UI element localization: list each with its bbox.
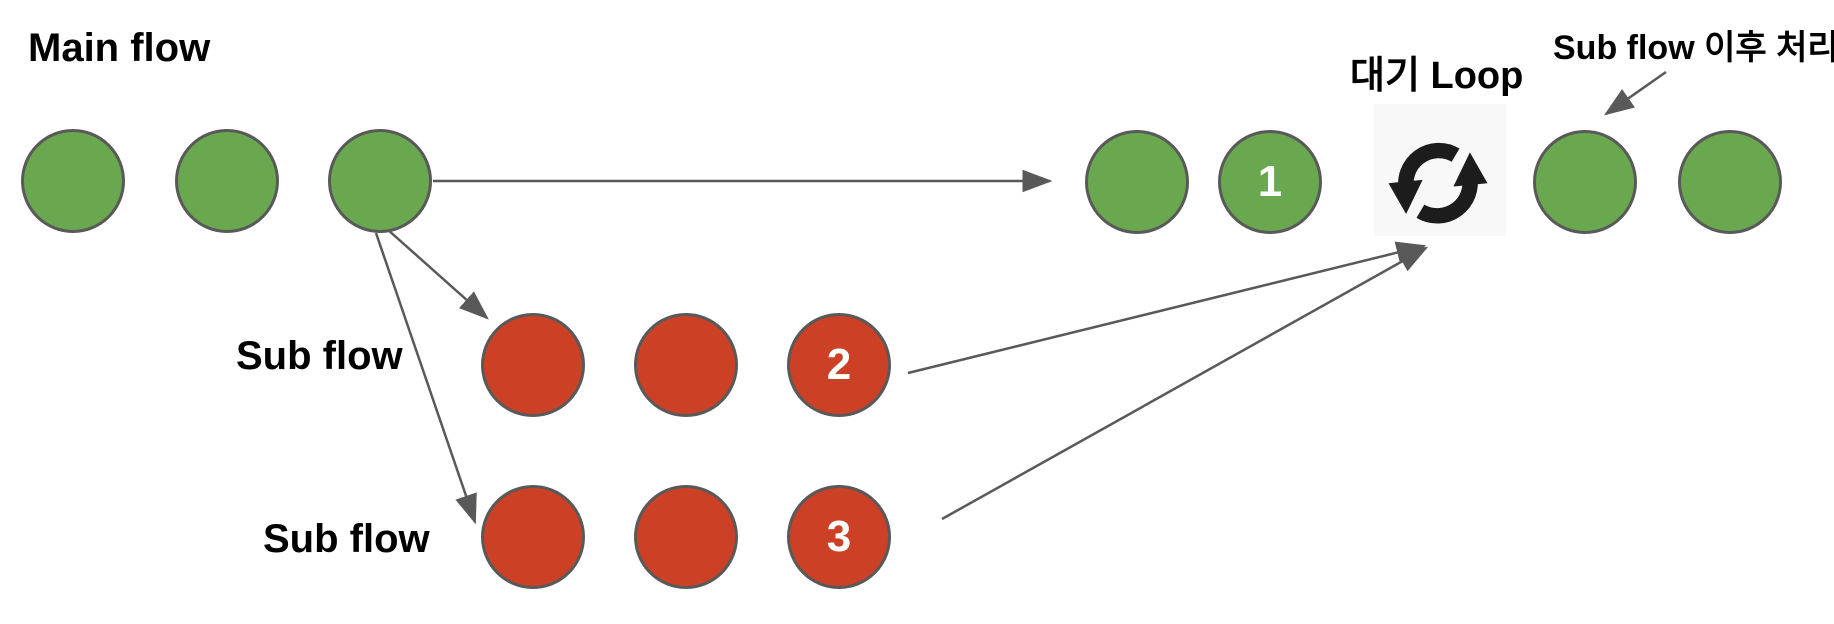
sub-flow-1-node-1	[481, 313, 585, 417]
sync-loop-icon	[1388, 142, 1488, 224]
main-flow-node-3	[328, 129, 432, 233]
sub-flow-1-node-2	[634, 313, 738, 417]
arrow-label-to-postnode	[1603, 70, 1667, 116]
main-flow-label: Main flow	[28, 26, 211, 70]
node-badge-3: 3	[826, 512, 852, 561]
post-flow-node-1	[1533, 130, 1637, 234]
main-flow-node-1	[21, 129, 125, 233]
sub-flow-2-node-1	[481, 485, 585, 589]
arrow-subflow1-to-loop	[907, 241, 1427, 375]
sub-flow-2-label: Sub flow	[263, 517, 430, 561]
sub-flow-2-node-3-numbered: 3	[787, 485, 891, 589]
arrow-subflow2-to-loop	[941, 246, 1429, 521]
sub-flow-1-label: Sub flow	[236, 334, 403, 378]
sub-flow-2-node-2	[634, 485, 738, 589]
main-flow-node-5-numbered: 1	[1218, 130, 1322, 234]
post-flow-node-2	[1678, 130, 1782, 234]
main-flow-node-2	[175, 129, 279, 233]
node-badge-2: 2	[826, 340, 852, 389]
node-badge-1: 1	[1257, 157, 1283, 206]
arrow-split-to-subflow2	[374, 232, 477, 525]
sub-flow-after-label: Sub flow 이후 처리	[1553, 29, 1834, 67]
arrow-split-to-subflow1	[386, 228, 489, 320]
wait-loop-label: 대기 Loop	[1350, 55, 1524, 97]
sub-flow-1-node-3-numbered: 2	[787, 313, 891, 417]
main-flow-node-4	[1085, 130, 1189, 234]
